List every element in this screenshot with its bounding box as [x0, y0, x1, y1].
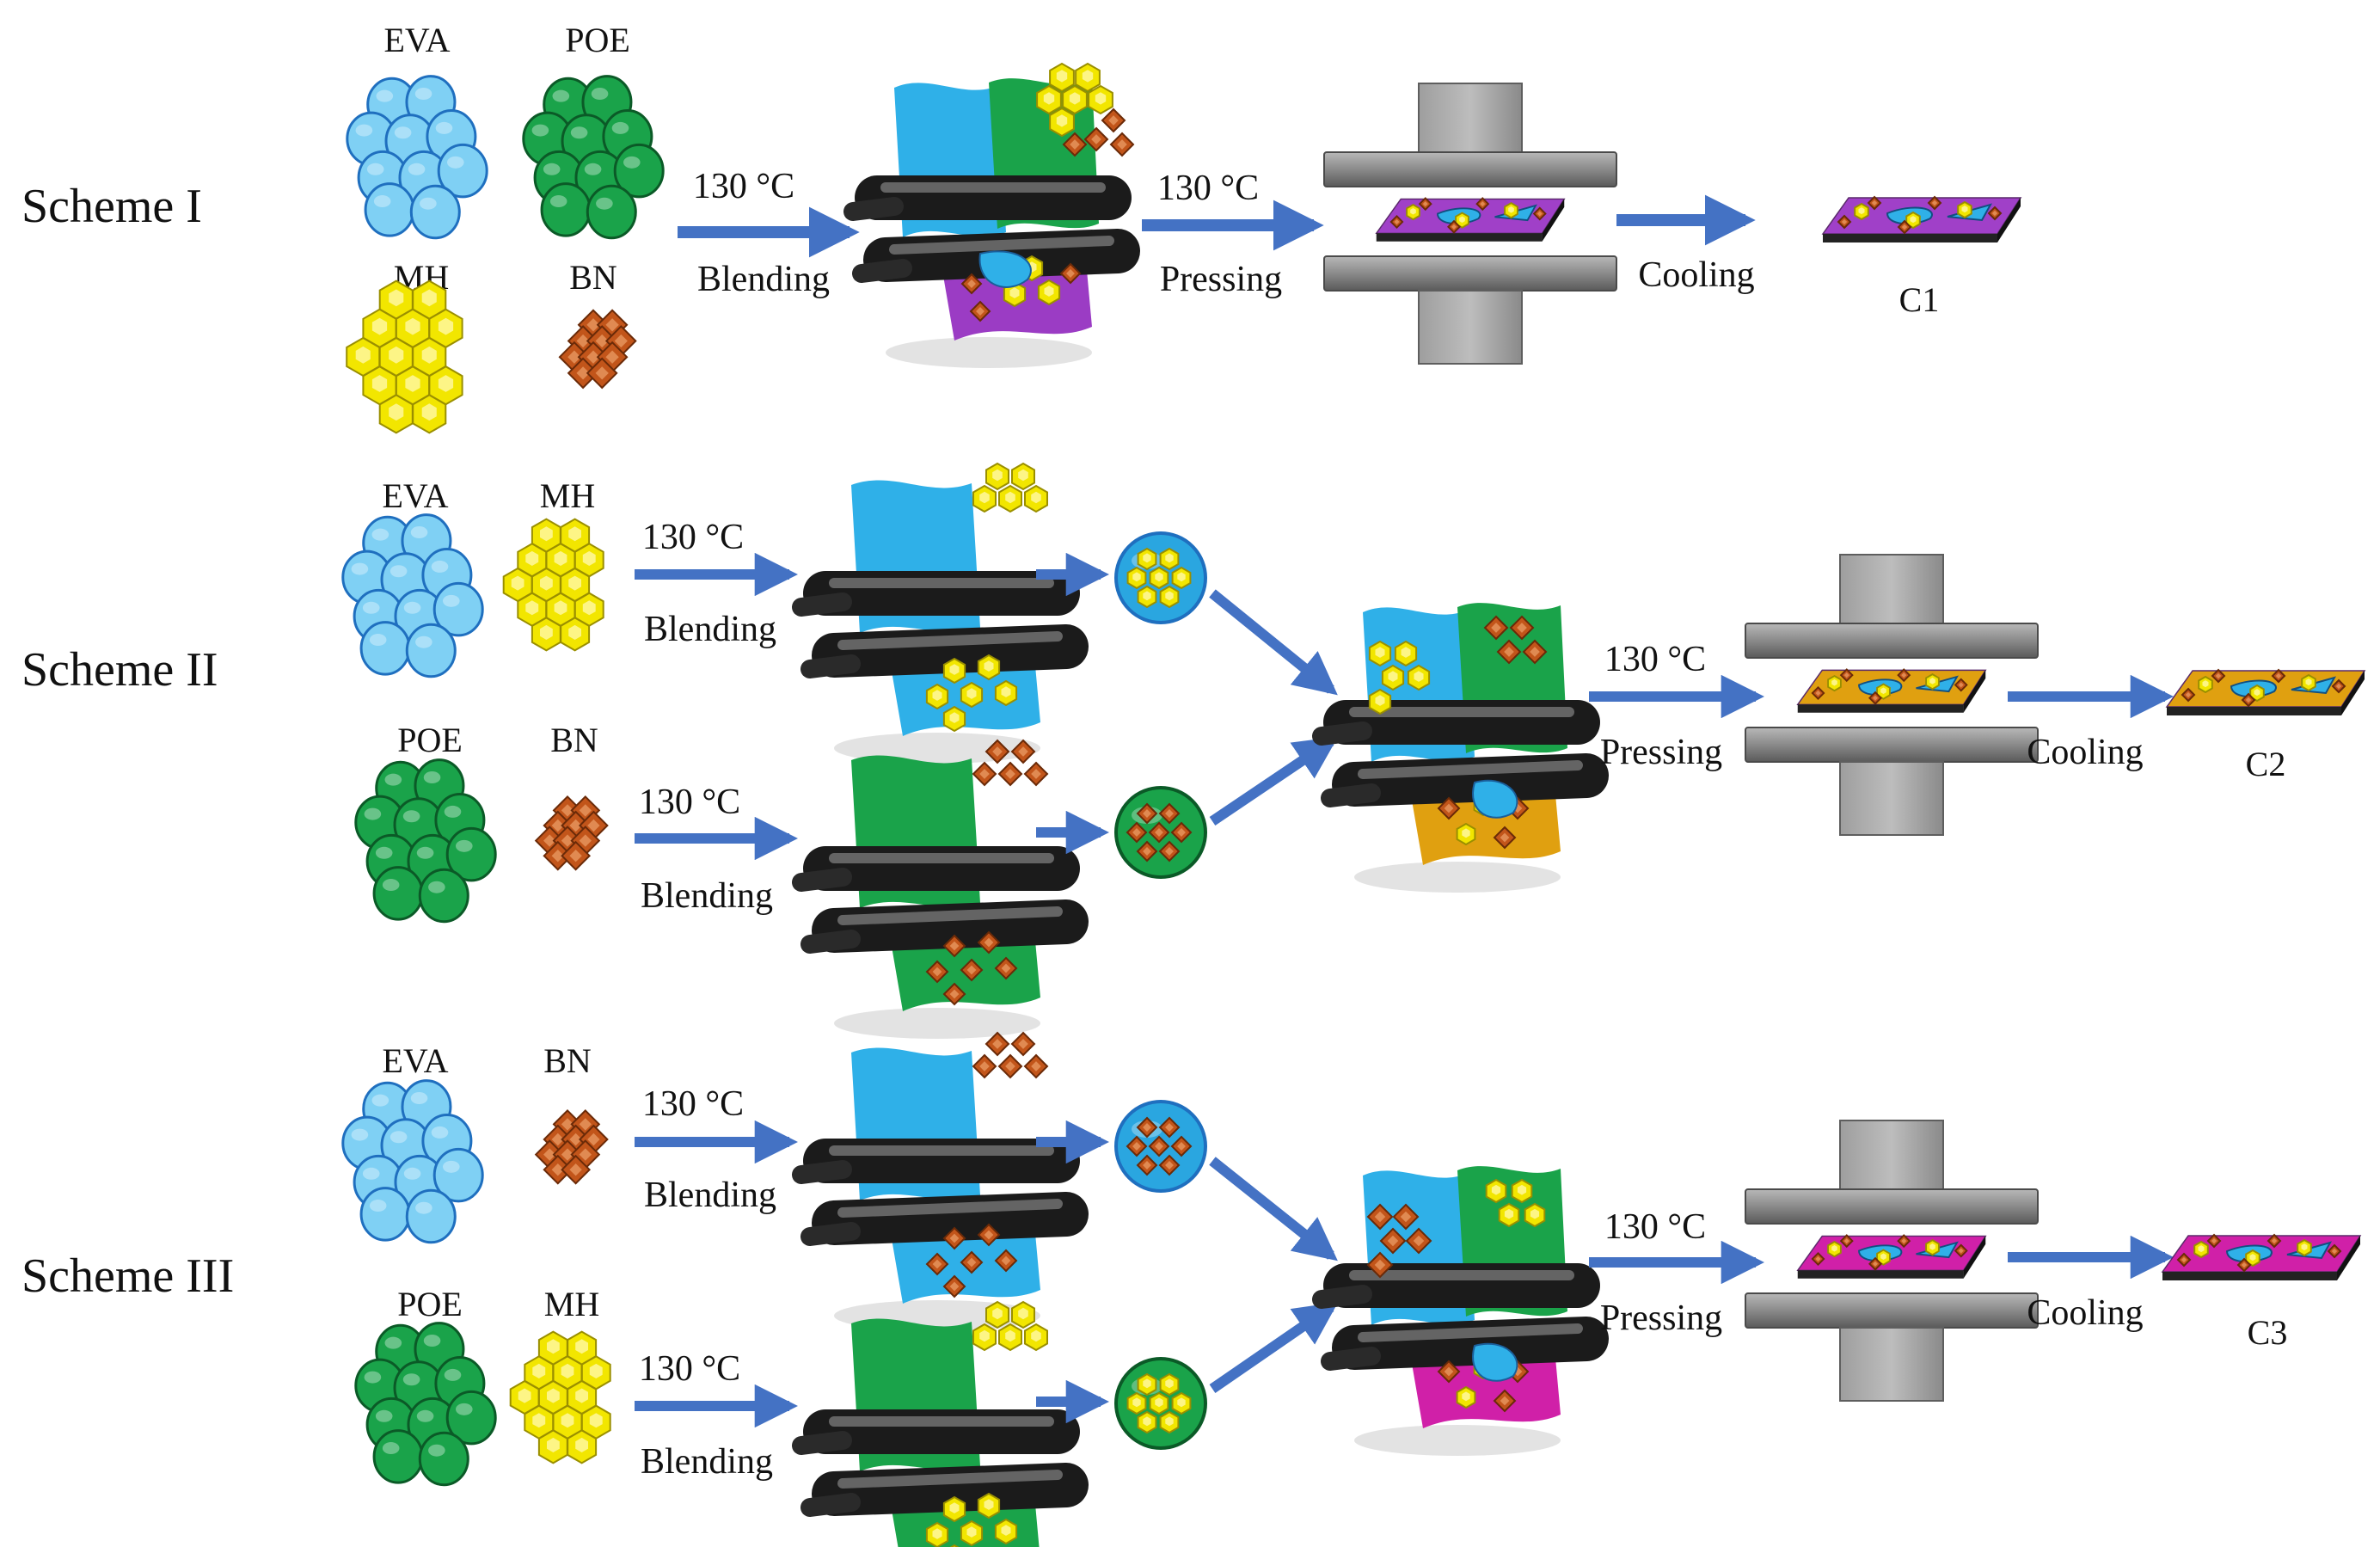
material-label-poe: POE: [397, 1285, 463, 1323]
blend-label: Blending: [641, 876, 773, 916]
blend-label: Blending: [644, 1176, 776, 1215]
press-temp: 130 °C: [1157, 169, 1259, 208]
arrow-icon: [1209, 1302, 1339, 1393]
granule-cluster-icon: [341, 1079, 484, 1244]
arrow-icon: [1209, 736, 1339, 826]
material-label-eva: EVA: [382, 476, 448, 515]
composite-sheet-icon: [1821, 195, 2022, 242]
cool-label: Cooling: [1638, 255, 1754, 295]
material-label-eva: EVA: [382, 1041, 448, 1080]
hot-press-icon: [1323, 83, 1617, 365]
two-roll-mill-icon: [792, 1031, 1089, 1331]
granule-cluster-icon: [522, 75, 665, 240]
hexagon-cluster-icon: [346, 279, 463, 434]
cool-label: Cooling: [2027, 1293, 2143, 1333]
scheme-3: Scheme III EVA BN POE MH 130 °C Blending…: [21, 1031, 2362, 1547]
two-roll-mill-icon: [843, 62, 1140, 368]
two-roll-mill-icon: [792, 1300, 1089, 1547]
product-label: C3: [2248, 1313, 2288, 1352]
granule-cluster-icon: [341, 513, 484, 678]
granule-cluster-icon: [354, 1322, 497, 1487]
diamond-cluster-icon: [534, 795, 609, 871]
press-label: Pressing: [1600, 1298, 1722, 1338]
material-label-poe: POE: [397, 721, 463, 759]
blend-temp: 130 °C: [639, 783, 740, 822]
masterbatch-icon: [1114, 1357, 1207, 1450]
press-temp: 130 °C: [1604, 640, 1706, 679]
blend-temp: 130 °C: [642, 518, 744, 557]
press-label: Pressing: [1160, 260, 1282, 299]
hexagon-cluster-icon: [509, 1330, 611, 1464]
cool-label: Cooling: [2027, 733, 2143, 772]
granule-cluster-icon: [354, 758, 497, 924]
scheme-title: Scheme III: [21, 1249, 234, 1303]
composite-sheet-icon: [2165, 668, 2366, 715]
material-label-poe: POE: [565, 21, 630, 59]
hot-press-icon: [1745, 1120, 2039, 1402]
material-label-bn: BN: [550, 721, 598, 759]
product-label: C1: [1899, 280, 1940, 319]
arrow-icon: [1209, 1157, 1338, 1262]
diamond-cluster-icon: [534, 1108, 609, 1185]
blend-label: Blending: [644, 610, 776, 649]
hexagon-cluster-icon: [502, 518, 604, 652]
scheme-title: Scheme I: [21, 180, 202, 233]
blend-temp: 130 °C: [693, 167, 794, 206]
blend-label: Blending: [641, 1442, 773, 1482]
material-label-mh: MH: [540, 476, 595, 515]
material-label-mh: MH: [544, 1285, 599, 1323]
masterbatch-icon: [1114, 786, 1207, 879]
granule-cluster-icon: [346, 75, 488, 240]
arrow-icon: [1209, 589, 1338, 696]
hot-press-icon: [1745, 554, 2039, 836]
product-label: C2: [2246, 745, 2286, 783]
press-temp: 130 °C: [1604, 1207, 1706, 1247]
two-roll-mill-icon: [792, 462, 1089, 764]
composite-sheet-icon: [2161, 1233, 2362, 1280]
material-label-eva: EVA: [383, 21, 450, 59]
scheme-1: Scheme I EVA POE MH BN 130 °C Blending 1…: [21, 21, 2022, 434]
blend-temp: 130 °C: [639, 1349, 740, 1389]
press-label: Pressing: [1600, 733, 1722, 772]
blend-label: Blending: [697, 260, 830, 299]
masterbatch-icon: [1114, 531, 1207, 624]
diamond-cluster-icon: [558, 309, 637, 390]
masterbatch-icon: [1114, 1100, 1207, 1193]
scheme-2: Scheme II EVA MH POE BN 130 °C Blending …: [21, 462, 2366, 1039]
blend-temp: 130 °C: [642, 1084, 744, 1124]
two-roll-mill-icon: [1312, 603, 1609, 893]
two-roll-mill-icon: [1312, 1166, 1609, 1456]
two-roll-mill-icon: [792, 739, 1089, 1039]
material-label-bn: BN: [569, 258, 617, 297]
material-label-bn: BN: [543, 1041, 592, 1080]
scheme-title: Scheme II: [21, 643, 218, 697]
